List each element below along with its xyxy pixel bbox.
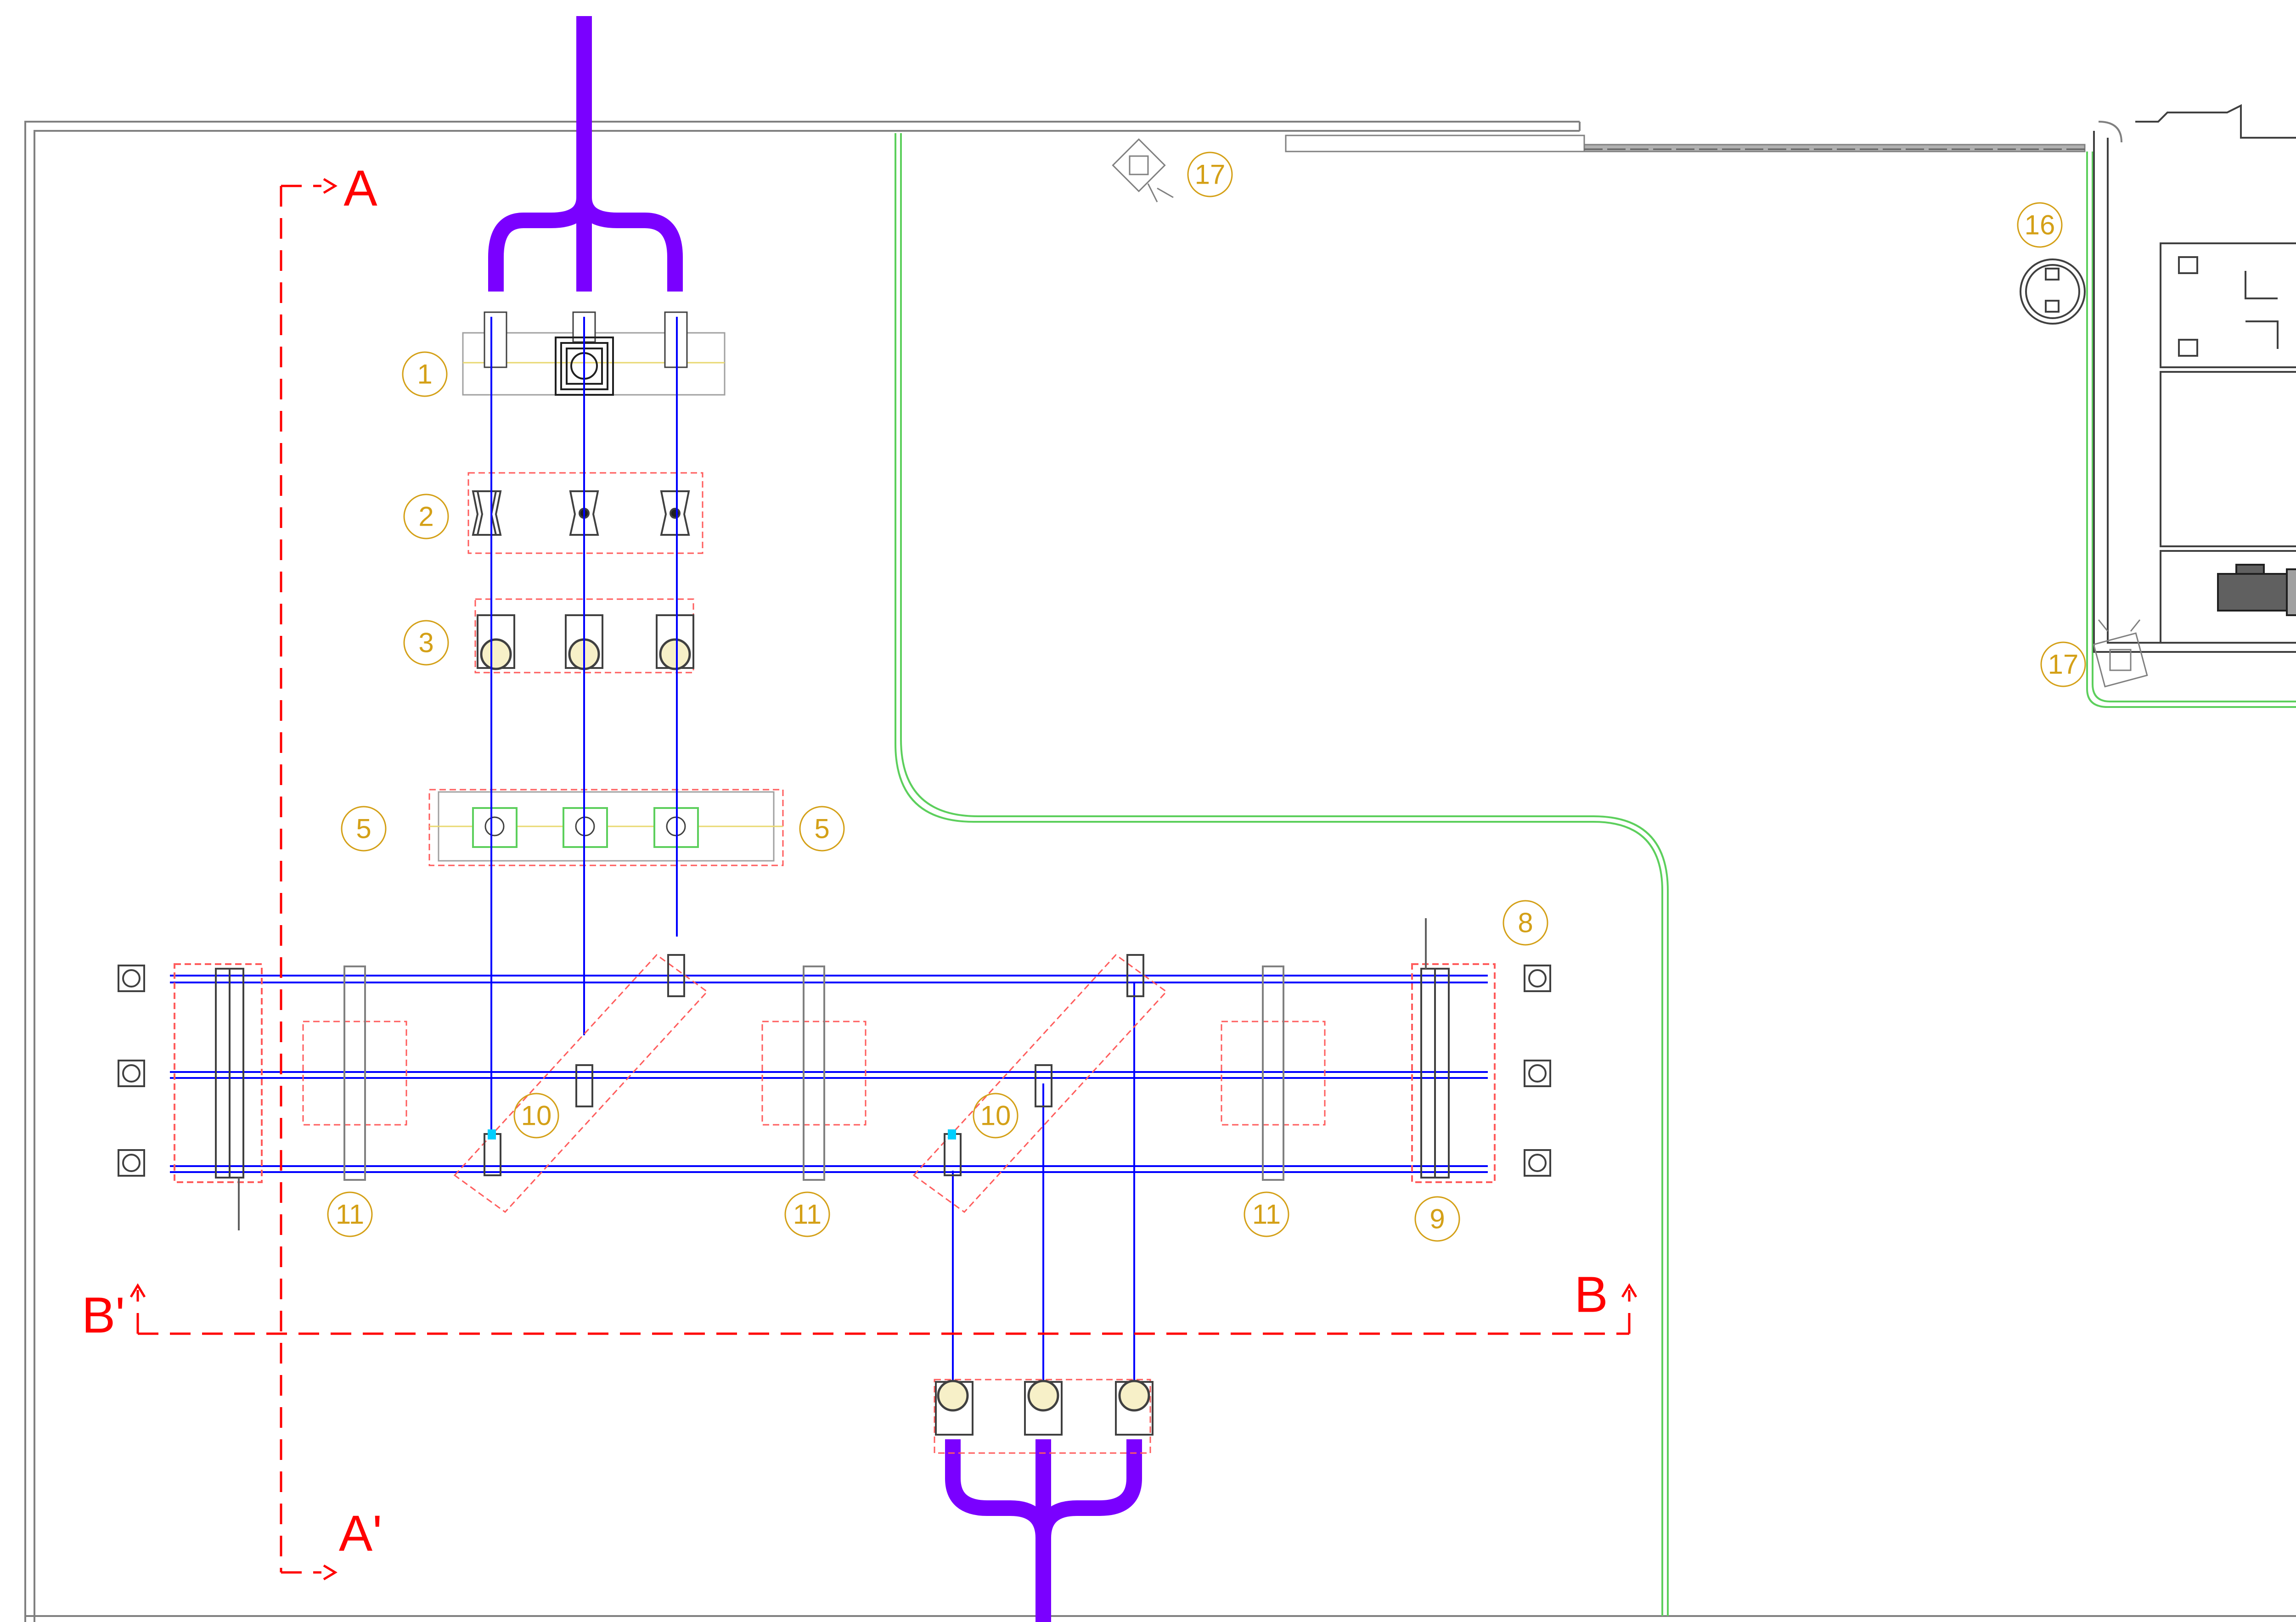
item-tag-label: 11 <box>793 1199 822 1230</box>
item-tag-t5a: 5 <box>341 806 387 852</box>
end-insulators <box>118 965 1551 1177</box>
disconnector-frame-right <box>912 954 1168 1213</box>
item-tag-label: 3 <box>418 628 433 658</box>
item-tag-t9: 9 <box>1414 1196 1460 1242</box>
item-tag-circle <box>403 620 449 666</box>
connector-lines <box>170 317 1488 1391</box>
item-tag-circle <box>402 351 448 397</box>
insulator-icon <box>472 490 502 536</box>
section-label-a: A <box>343 160 377 217</box>
insulator-row <box>467 472 703 554</box>
section-label-b: B <box>1574 1267 1608 1323</box>
item-tag-label: 11 <box>1252 1199 1281 1230</box>
item-tag-circle <box>2040 641 2086 687</box>
item-tag-label: 10 <box>521 1100 552 1131</box>
item-tag-t11a: 11 <box>327 1191 373 1237</box>
manhole-icon <box>2020 258 2086 325</box>
item-tag-label: 17 <box>1195 159 1226 190</box>
item-tag-circle <box>1244 1191 1289 1237</box>
item-tag-t10a: 10 <box>513 1093 559 1139</box>
item-tag-t5b: 5 <box>799 806 845 852</box>
item-tag-t2: 2 <box>403 494 449 539</box>
item-tag-circle <box>799 806 845 852</box>
gantry-left <box>174 963 263 1230</box>
item-tag-circle <box>1503 900 1548 946</box>
item-tag-label: 11 <box>336 1199 364 1230</box>
item-tag-label: 9 <box>1429 1204 1445 1235</box>
disconnectors <box>484 954 1144 1176</box>
item-tag-t11b: 11 <box>784 1191 830 1237</box>
item-tag-circle <box>1187 152 1233 197</box>
green-boundary <box>895 133 2296 1616</box>
item-tag-circle <box>784 1191 830 1237</box>
item-tag-circle <box>2017 202 2063 248</box>
item-tag-circle <box>1414 1196 1460 1242</box>
item-tags: 1 2 3 5 5 8 9 10 10 11 11 11 16 17 17 <box>327 152 2086 1242</box>
section-letters: A A' B' B <box>82 160 1608 1562</box>
transformer-row <box>462 311 726 396</box>
item-tag-t17b: 17 <box>2040 641 2086 687</box>
breaker-icon <box>937 1380 1150 1412</box>
item-tag-circle <box>403 494 449 539</box>
item-tag-t1: 1 <box>402 351 448 397</box>
item-tag-circle <box>341 806 387 852</box>
lightning-rod-icon <box>1112 138 1174 202</box>
generator-icon <box>2217 564 2296 616</box>
fence-segment <box>1285 135 2086 152</box>
item-tag-label: 17 <box>2048 649 2079 680</box>
item-tag-circle <box>973 1093 1019 1139</box>
gantry-right <box>1411 918 1496 1183</box>
item-tag-t10b: 10 <box>973 1093 1019 1139</box>
section-arrows <box>129 178 1638 1581</box>
item-tag-label: 8 <box>1518 908 1533 938</box>
control-building <box>2093 104 2296 653</box>
breaker-icon <box>480 638 691 670</box>
switch-frame <box>428 789 784 866</box>
item-tag-circle <box>513 1093 559 1139</box>
item-tag-label: 5 <box>356 814 371 844</box>
item-tag-label: 16 <box>2025 210 2055 241</box>
busbar-supports <box>302 965 1326 1181</box>
item-tag-t11c: 11 <box>1244 1191 1289 1237</box>
lightning-rod-icon <box>2093 619 2148 688</box>
item-tag-label: 2 <box>418 501 433 532</box>
breaker-row-bottom <box>934 1379 1154 1454</box>
item-tag-label: 5 <box>814 814 829 844</box>
section-line-a <box>280 185 321 1574</box>
item-tag-t16: 16 <box>2017 202 2063 248</box>
item-tag-t17a: 17 <box>1187 152 1233 197</box>
item-tag-circle <box>327 1191 373 1237</box>
insulator-icon <box>660 490 690 536</box>
item-tag-label: 1 <box>417 359 432 390</box>
cyan-markers <box>488 1129 956 1139</box>
cable-feeder-icon <box>488 16 683 292</box>
section-line-b <box>136 1290 1631 1335</box>
cable-feeder-icon <box>945 1439 1142 1622</box>
item-tag-t8: 8 <box>1503 900 1548 946</box>
section-label-b-prime: B' <box>82 1287 125 1344</box>
item-tag-label: 10 <box>980 1100 1011 1131</box>
section-label-a-prime: A' <box>339 1505 382 1562</box>
site-boundary <box>24 121 2296 1622</box>
disconnector-frame-left <box>453 954 709 1213</box>
item-tag-t3: 3 <box>403 620 449 666</box>
